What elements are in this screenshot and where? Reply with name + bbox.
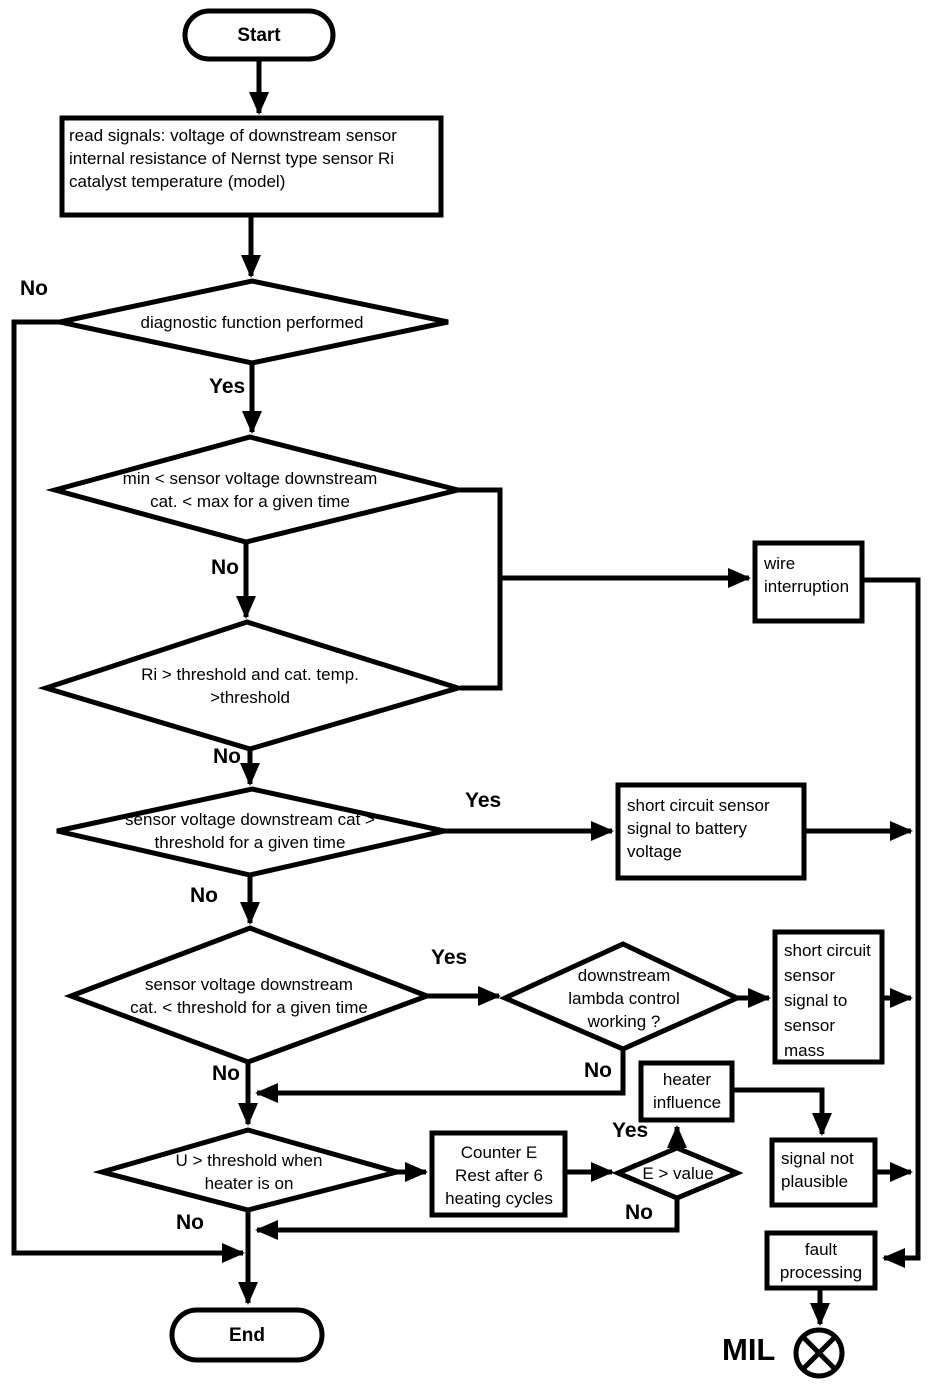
heater-influence-box-shape [638,1060,735,1123]
read-signals-box-shape [59,115,444,218]
decision-u-threshold-label: U > threshold when heater is on [175,1151,323,1193]
decision-lambda-working-label: downstream lambda control working ? [568,965,680,1031]
signal-not-plausible-box-shape [769,1137,878,1208]
start-terminator-shape [182,8,336,62]
decision-voltage-above-shape [56,786,445,878]
below-yes-label: Yes [431,946,468,969]
edge-heater-plausible [732,1087,832,1137]
edge-diag-no-rail [11,319,246,1263]
edge-range-ri-connector [458,487,503,691]
ri-no-label: No [213,745,241,768]
decision-lambda-working-shape [498,941,743,1052]
decision-voltage-range-label: min < sensor voltage downstream cat. < m… [122,469,378,511]
edge-right-rail-fault [862,577,921,1268]
mil-lamp-cross-2 [801,1335,837,1371]
edge-lambda-no [254,1049,626,1103]
diag-yes-label: Yes [209,375,246,398]
short-battery-node: short circuit sensor signal to battery v… [627,796,770,861]
above-no-label: No [190,884,218,907]
end-terminator-shape [169,1307,325,1363]
short-mass-node: short circuit sensor signal to sensor ma… [784,941,871,1060]
decision-voltage-below-label: sensor voltage downstream cat. < thresho… [130,975,368,1017]
decision-ri-threshold-shape [37,619,467,752]
heater-influence-node: heater influence [652,1070,722,1112]
edge-evalue-no [254,1198,680,1240]
above-yes-label: Yes [465,789,502,812]
diag-no-label: No [20,277,48,300]
short-mass-box-shape [772,929,885,1065]
wire-interruption-node: wire interruption [764,554,850,596]
lambda-no-label: No [584,1059,612,1082]
decision-ri-threshold-label: Ri > threshold and cat. temp. >threshold [141,665,359,707]
counter-e-box-shape [429,1130,568,1218]
decision-diagnostic-label: diagnostic function performed [140,312,364,332]
decision-voltage-range-shape [45,434,459,545]
fault-processing-box-shape [764,1230,878,1291]
signal-not-plausible-node: signal not plausible [781,1149,854,1191]
evalue-no-label: No [625,1201,653,1224]
decision-u-threshold-shape [92,1127,407,1213]
mil-lamp-icon [793,1327,845,1379]
decision-diagnostic-shape [59,278,449,366]
below-no-label: No [212,1062,240,1085]
short-battery-box-shape [615,782,807,881]
decision-voltage-below-shape [63,925,435,1065]
read-signals-node: read signals: voltage of downstream sens… [69,126,397,191]
decision-voltage-above-label: sensor voltage downstream cat > threshol… [125,810,375,852]
range-no-label: No [211,556,239,579]
u-no-label: No [176,1211,204,1234]
evalue-yes-label: Yes [612,1119,649,1142]
start-node: Start [237,24,281,46]
wire-interruption-box-shape [752,540,865,624]
decision-e-value-shape [611,1145,744,1201]
counter-e-node: Counter E Rest after 6 heating cycles [445,1142,553,1208]
decision-e-value-label: E > value [642,1163,714,1183]
fault-processing-node: fault processing [779,1240,863,1282]
end-node: End [229,1324,265,1346]
mil-label: MIL [722,1332,776,1367]
